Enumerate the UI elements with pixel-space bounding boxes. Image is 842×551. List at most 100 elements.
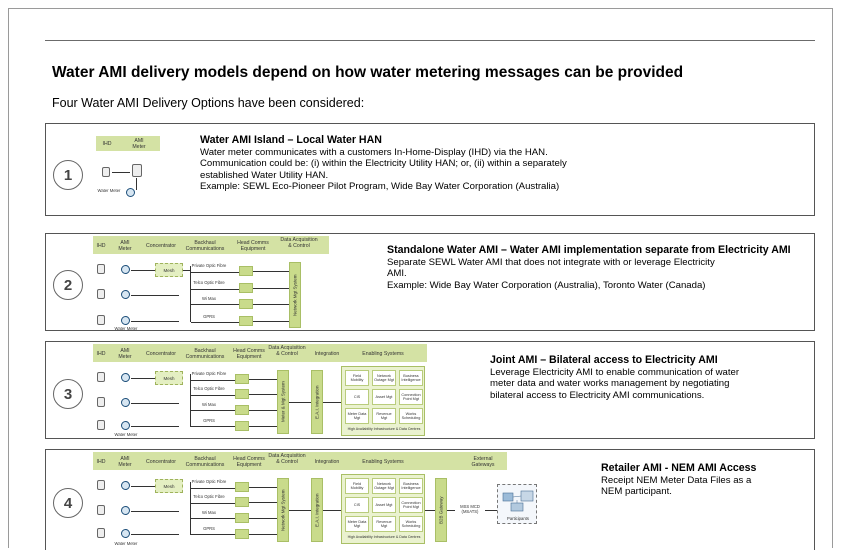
diagram-header-band xyxy=(96,136,160,151)
head-comms-box xyxy=(239,266,253,276)
ihd-icon xyxy=(97,505,105,515)
slide-frame xyxy=(8,8,833,548)
header-backhaul: Backhaul Communications xyxy=(185,456,225,468)
link-line xyxy=(191,410,235,411)
option-4-diagram: IHD AMI Meter Concentrator Backhaul Comm… xyxy=(93,452,563,551)
enabling-system-cis: CIS xyxy=(345,497,369,513)
option-heading: Retailer AMI - NEM AMI Access xyxy=(601,462,757,474)
link-line xyxy=(190,266,191,322)
ami-meter-icon xyxy=(121,398,130,407)
link-line xyxy=(183,270,191,271)
option-1-panel: 1 IHD AMI Meter Water Meter Water AMI Is… xyxy=(45,123,815,216)
b2b-gateway: B2B Gateway xyxy=(435,478,447,542)
link-line xyxy=(253,288,289,289)
participants-box: Participants xyxy=(497,484,537,524)
diagram-header-band xyxy=(93,236,329,254)
participants-label: Participants xyxy=(507,516,529,521)
header-backhaul: Backhaul Communications xyxy=(185,348,225,360)
backhaul-label: Telco Optic Fibre xyxy=(193,280,225,285)
ihd-icon xyxy=(97,480,105,490)
link-line xyxy=(253,304,289,305)
option-heading: Joint AMI – Bilateral access to Electric… xyxy=(490,354,718,366)
link-line xyxy=(131,511,179,512)
option-number-badge: 4 xyxy=(53,488,83,518)
option-1-diagram: IHD AMI Meter Water Meter xyxy=(96,136,160,210)
link-line xyxy=(191,518,235,519)
enabling-system-connection-point: Connection Point Mgt xyxy=(399,497,423,513)
option-number-badge: 3 xyxy=(53,379,83,409)
link-line xyxy=(131,426,179,427)
link-line xyxy=(289,510,311,511)
enabling-systems-panel: Field Mobility Network Outage Mgt Busine… xyxy=(341,474,425,544)
link-line xyxy=(323,402,341,403)
link-line xyxy=(191,426,235,427)
enabling-system-business-intelligence: Business Intelligence xyxy=(399,370,423,386)
eai-integration: E.A.I. Integration xyxy=(311,478,323,542)
head-comms-box xyxy=(235,389,249,399)
network-mgmt-system: Network Mgt System xyxy=(277,478,289,542)
option-heading: Water AMI Island – Local Water HAN xyxy=(200,134,382,146)
head-comms-box xyxy=(239,283,253,293)
option-1-description: Water AMI Island – Local Water HAN Water… xyxy=(200,134,790,193)
enabling-system-revenue: Revenue Mgt xyxy=(372,516,396,532)
link-line xyxy=(191,488,235,489)
header-integration: Integration xyxy=(314,351,340,357)
head-comms-box xyxy=(239,299,253,309)
header-ami-meter: AMI Meter xyxy=(118,240,132,252)
mesh-concentrator: Mesh xyxy=(155,263,183,277)
enabling-system-cis: CIS xyxy=(345,389,369,405)
enabling-systems-footer: High Availability Infrastructure & Data … xyxy=(347,535,421,539)
header-concentrator: Concentrator xyxy=(146,243,176,249)
head-comms-box xyxy=(239,316,253,326)
ihd-icon xyxy=(97,397,105,407)
backhaul-label: GPRS xyxy=(203,314,215,319)
enabling-system-business-intelligence: Business Intelligence xyxy=(399,478,423,494)
option-4-description: Retailer AMI - NEM AMI Access Receipt NE… xyxy=(601,462,811,498)
header-ami-meter: AMI Meter xyxy=(118,348,132,360)
diagram-header-band xyxy=(93,344,427,362)
header-ihd: IHD xyxy=(96,351,106,357)
head-comms-box xyxy=(235,374,249,384)
link-line xyxy=(323,510,341,511)
option-number-badge: 1 xyxy=(53,160,83,190)
option-text-line: Separate SEWL Water AMI that does not in… xyxy=(387,256,715,268)
ami-meter-icon xyxy=(121,373,130,382)
ami-meter-icon xyxy=(121,506,130,515)
enabling-system-meter-data: Meter Data Mgt xyxy=(345,516,369,532)
option-text-line: Communication could be: (i) within the E… xyxy=(200,158,567,169)
header-data-acquisition: Data Acquisition & Control xyxy=(268,453,306,465)
link-line xyxy=(191,322,239,323)
eai-integration: E.A.I. Integration xyxy=(311,370,323,434)
header-ami-meter: AMI Meter xyxy=(118,456,132,468)
enabling-system-asset-mgt: Asset Mgt xyxy=(372,497,396,513)
water-meter-icon xyxy=(126,188,135,197)
ami-meter-icon xyxy=(121,481,130,490)
water-meter-label: Water Meter xyxy=(114,326,138,331)
participants-icon xyxy=(502,490,534,512)
link-line xyxy=(249,518,277,519)
enabling-system-works-scheduling: Works Scheduling xyxy=(399,408,423,424)
header-data-acquisition: Data Acquisition & Control xyxy=(280,237,318,249)
backhaul-label: GPRS xyxy=(203,526,215,531)
head-comms-box xyxy=(235,529,249,539)
ihd-icon xyxy=(97,289,105,299)
ami-meter-icon xyxy=(132,164,142,177)
option-2-panel: 2 IHD AMI Meter Concentrator Backhaul Co… xyxy=(45,233,815,331)
enabling-systems-panel: Field Mobility Network Outage Mgt Busine… xyxy=(341,366,425,436)
option-text-line: established Water Utility HAN. xyxy=(200,169,329,181)
backhaul-label: Wi Max xyxy=(202,510,216,515)
enabling-systems-footer: High Availability Infrastructure & Data … xyxy=(347,427,421,431)
water-meter-label: Water Meter xyxy=(97,188,121,193)
link-line xyxy=(249,410,277,411)
link-line xyxy=(253,321,289,322)
enabling-system-revenue: Revenue Mgt xyxy=(372,408,396,424)
link-line xyxy=(131,295,179,296)
enabling-system-connection-point: Connection Point Mgt xyxy=(399,389,423,405)
header-ihd: IHD xyxy=(96,243,106,249)
ihd-icon xyxy=(97,420,105,430)
ihd-icon xyxy=(102,167,110,177)
link-line xyxy=(249,379,277,380)
header-ihd: IHD xyxy=(102,141,112,147)
header-head-comms: Head Comms Equipment xyxy=(233,348,265,360)
ami-meter-icon xyxy=(121,529,130,538)
